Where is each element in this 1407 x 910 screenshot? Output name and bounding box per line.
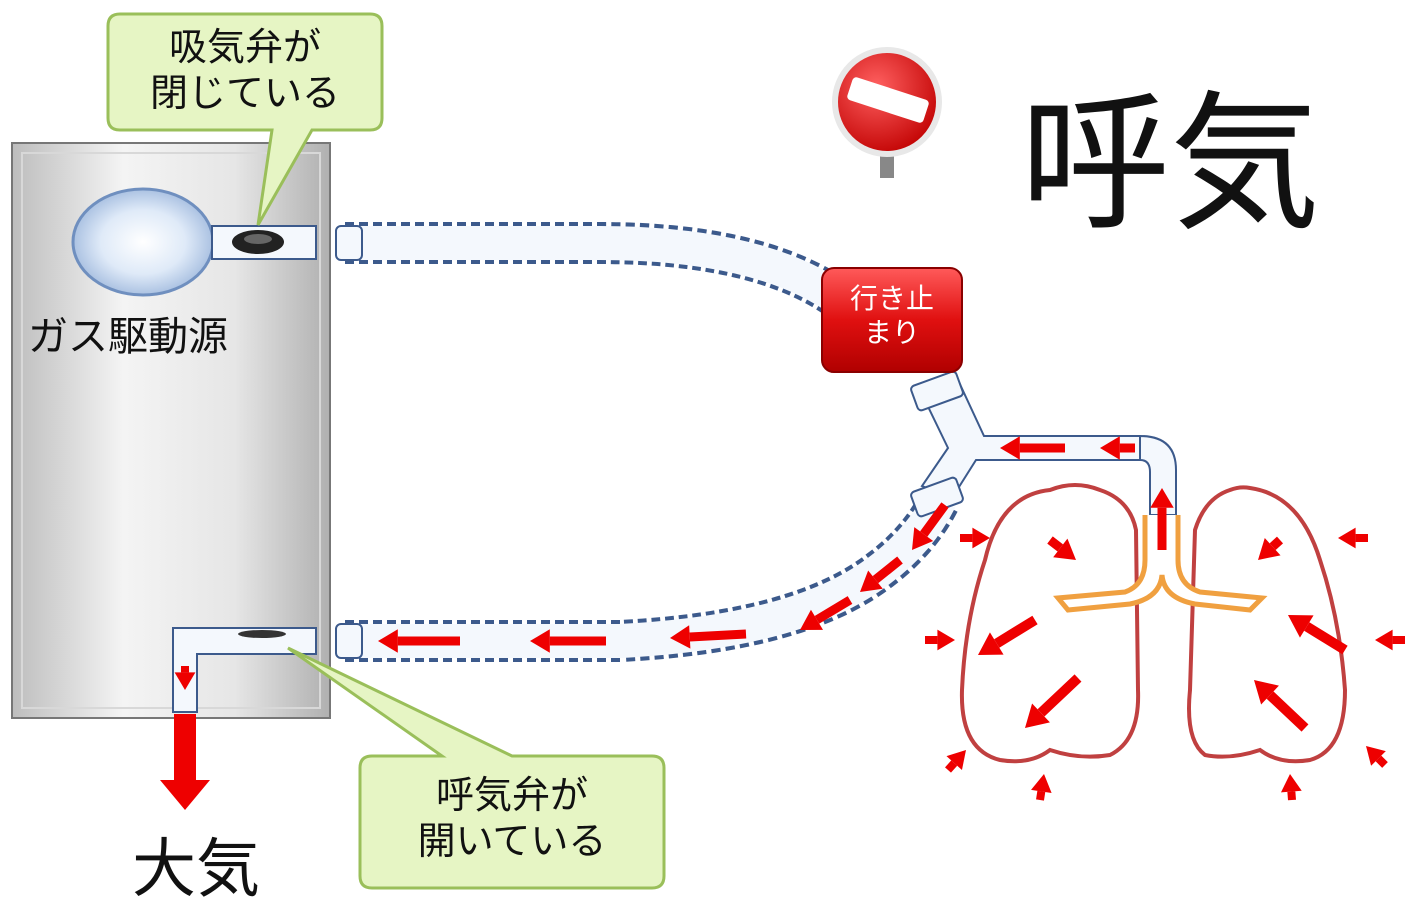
flow-arrow-head-icon <box>530 629 550 653</box>
flow-arrow-head-icon <box>972 527 990 549</box>
flow-arrow-head-icon <box>670 625 691 649</box>
flow-arrow-icon <box>689 629 747 642</box>
expiratory-valve-line1: 呼気弁が <box>435 773 588 817</box>
flow-arrow-icon <box>1266 691 1309 732</box>
expiratory-valve-line2: 開いている <box>417 819 607 864</box>
flow-arrow-head-icon <box>1338 527 1356 549</box>
inspiratory-valve-label: 吸気弁が 閉じている <box>110 24 380 117</box>
flow-arrow-icon <box>920 502 949 537</box>
flow-arrows <box>174 436 1405 801</box>
no-entry-sign-icon <box>832 47 942 178</box>
flow-arrow-head-icon <box>1000 436 1020 460</box>
flow-arrow-head-icon <box>1150 488 1174 508</box>
flow-arrow-icon <box>1036 790 1046 801</box>
flow-arrow-head-icon <box>174 672 196 690</box>
right-lung <box>1187 485 1348 764</box>
flow-arrow-head-icon <box>1280 774 1302 793</box>
dead-end-line2: まり <box>863 316 920 350</box>
inspiratory-tube <box>335 222 853 318</box>
flow-arrow-icon <box>814 596 853 624</box>
inspiratory-valve-line1: 吸気弁が <box>168 25 321 69</box>
dead-end-line1: 行き止 <box>849 282 934 315</box>
flow-arrow-head-icon <box>1100 436 1120 460</box>
flow-arrow-head-icon <box>1025 703 1050 728</box>
inspiratory-callout <box>106 12 384 226</box>
flow-arrow-head-icon <box>860 570 883 592</box>
exhaust-arrow-icon <box>160 714 210 810</box>
flow-arrow-head-icon <box>1366 746 1386 766</box>
flow-arrow-icon <box>1375 755 1388 768</box>
expiratory-callout <box>287 646 666 890</box>
flow-arrow-head-icon <box>946 750 966 771</box>
expiratory-valve-label: 呼気弁が 開いている <box>362 772 662 865</box>
page-title: 呼気 <box>1020 78 1321 252</box>
flow-arrow-icon <box>1269 536 1284 551</box>
open-valve-icon <box>172 627 317 713</box>
flow-arrow-head-icon <box>912 527 934 550</box>
atmosphere-label: 大気 <box>132 833 260 907</box>
flow-arrow-icon <box>872 556 903 584</box>
flow-arrow-icon <box>994 615 1038 648</box>
gas-source-label: ガス駆動源 <box>28 314 228 360</box>
flow-arrow-icon <box>1047 536 1064 552</box>
flow-arrow-head-icon <box>978 632 1004 655</box>
flow-arrow-head-icon <box>1375 629 1393 651</box>
expiratory-tube <box>335 490 959 662</box>
flow-arrow-head-icon <box>378 629 398 653</box>
flow-arrow-head-icon <box>1053 538 1076 560</box>
flow-arrow-icon <box>1037 674 1082 717</box>
closed-valve-icon <box>211 225 317 260</box>
bronchi <box>1053 515 1268 613</box>
flow-arrow-head-icon <box>1258 538 1281 560</box>
dead-end-badge <box>821 267 963 373</box>
flow-arrow-icon <box>945 760 958 773</box>
flow-arrow-icon <box>1287 791 1296 801</box>
flow-arrow-head-icon <box>1031 774 1052 793</box>
flow-arrow-icon <box>1304 622 1348 655</box>
flow-arrow-head-icon <box>1254 680 1279 705</box>
flow-arrow-head-icon <box>1288 615 1314 638</box>
flow-arrow-head-icon <box>800 609 823 630</box>
inspiratory-valve-line2: 閉じている <box>149 71 340 116</box>
y-piece <box>910 370 1177 518</box>
gas-bulb-icon <box>71 187 215 297</box>
flow-arrow-head-icon <box>937 629 955 651</box>
dead-end-label: 行き止 まり <box>824 282 960 350</box>
left-lung <box>959 483 1141 764</box>
